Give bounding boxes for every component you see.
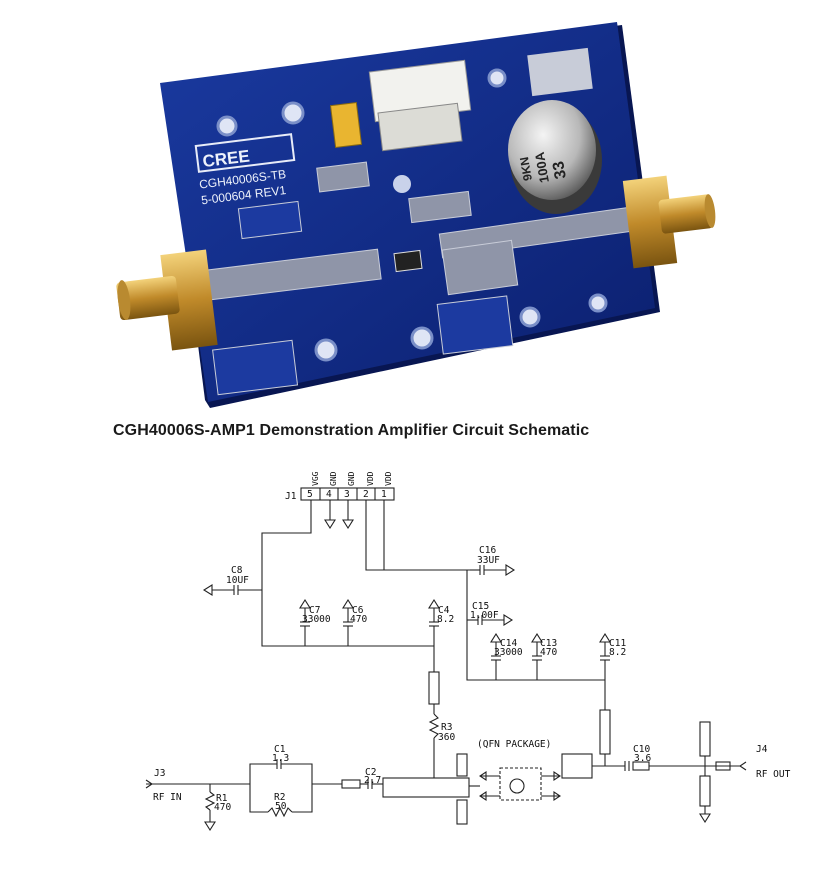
drain-bypass-capacitors	[490, 632, 611, 766]
qfn-package-note: (QFN PACKAGE)	[477, 739, 551, 750]
c16-value: 33UF	[477, 555, 500, 566]
electrolytic-capacitor: 33 100A 9KN	[508, 100, 602, 214]
c8-ref: C8	[231, 565, 243, 576]
c1-value: 1.3	[272, 753, 289, 764]
c7-value: 33000	[302, 614, 331, 625]
j3-label: RF IN	[153, 792, 182, 803]
component-labels: C16 33UF C8 10UF C15 1.00F C7 33000 C6 4…	[153, 545, 791, 813]
cap-marking-3: 9KN	[517, 156, 535, 182]
sma-connector-input	[116, 249, 218, 351]
c6-value: 470	[350, 614, 367, 625]
j1-pin-name-vdd-1: VDD	[384, 471, 393, 486]
copper-pads	[198, 47, 642, 396]
r3-ref: R3	[441, 722, 452, 733]
mounting-holes	[216, 68, 608, 362]
j3-ref: J3	[154, 768, 165, 779]
c13-ref: C13	[540, 638, 557, 649]
output-network	[624, 721, 747, 824]
j1-pin-3: 3	[344, 489, 350, 500]
input-network	[145, 753, 480, 832]
c10-value: 3.6	[634, 753, 651, 764]
header-connector	[368, 59, 472, 152]
gate-bypass-capacitors	[299, 598, 440, 646]
c11-value: 8.2	[609, 647, 626, 658]
r2-ref: R2	[274, 792, 285, 803]
schematic-title: CGH40006S-AMP1 Demonstration Amplifier C…	[113, 422, 590, 439]
cap-marking-2: 100A	[532, 150, 552, 184]
gate-bias-path	[428, 646, 440, 778]
j1-pin-name-vgg: VGG	[311, 471, 320, 486]
c10-ref: C10	[633, 744, 650, 755]
j4-ref: J4	[756, 744, 768, 755]
c7-ref: C7	[309, 605, 320, 616]
tantalum-capacitor	[329, 102, 363, 148]
j1-ref: J1	[285, 491, 297, 502]
cap-marking-1: 33	[550, 160, 570, 181]
c6-ref: C6	[352, 605, 364, 616]
c11-ref: C11	[609, 638, 626, 649]
circuit-schematic: J1 5 4 3 2 1 VGG GND GND VDD VDD	[145, 471, 791, 832]
j1-pin-name-gnd-4: GND	[329, 471, 338, 486]
c14-value: 33000	[494, 647, 523, 658]
c16-ref: C16	[479, 545, 496, 556]
transistor-qfn	[479, 753, 625, 802]
c2-value: 2.7	[364, 775, 381, 786]
c14-ref: C14	[500, 638, 517, 649]
c13-value: 470	[540, 647, 557, 658]
j1-pin-5: 5	[307, 489, 313, 500]
c4-value: 8.2	[437, 614, 454, 625]
j4-label: RF OUT	[756, 769, 791, 780]
r1-value: 470	[214, 802, 231, 813]
j1-pin-1: 1	[381, 489, 387, 500]
r1-ref: R1	[216, 793, 228, 804]
j1-pin-name-vdd-2: VDD	[366, 471, 375, 486]
r3-value: 360	[438, 732, 455, 743]
transistor-package	[393, 249, 423, 273]
board-photo: CREE CGH40006S-TB 5-000604 REV1 33 100A …	[116, 22, 716, 408]
c8-value: 10UF	[226, 575, 249, 586]
j1-pin-4: 4	[326, 489, 332, 500]
c15-value: 1.00F	[470, 610, 499, 621]
j1-pin-2: 2	[363, 489, 369, 500]
c4-ref: C4	[438, 605, 450, 616]
c15-ref: C15	[472, 601, 489, 612]
sma-connector-output	[622, 175, 716, 269]
c1-ref: C1	[274, 744, 286, 755]
j1-connector: J1 5 4 3 2 1 VGG GND GND VDD VDD	[285, 471, 395, 502]
supply-wiring	[202, 500, 605, 681]
r2-value: 50	[275, 801, 287, 812]
j1-pin-name-gnd-3: GND	[347, 471, 356, 486]
c2-ref: C2	[365, 767, 376, 778]
